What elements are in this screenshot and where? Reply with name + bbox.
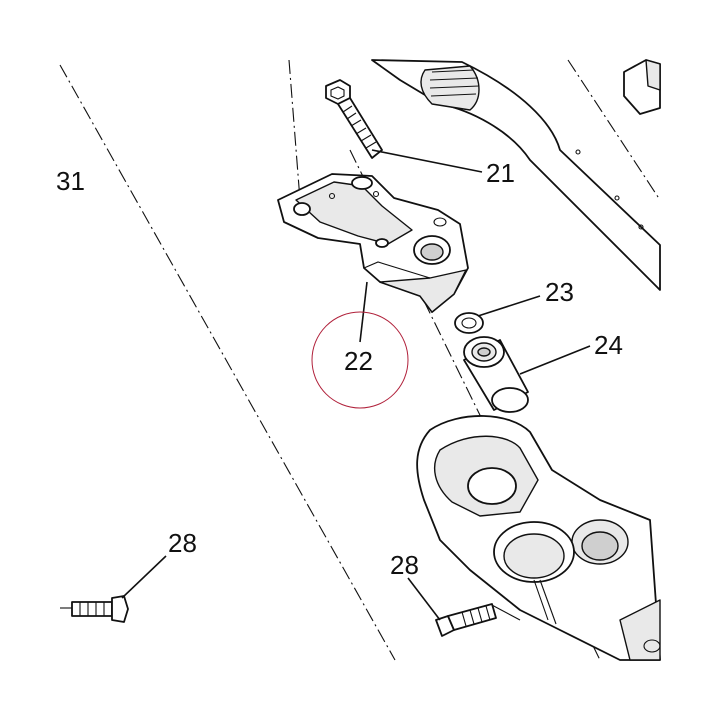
- callout-21: 21: [486, 158, 515, 188]
- bolt-21: [325, 79, 383, 159]
- bolt-28-right: [435, 603, 497, 637]
- handlebar-tube: [371, 59, 661, 291]
- callout-22-highlight: [311, 311, 409, 409]
- callout-23: 23: [545, 277, 574, 307]
- callout-28-left: 28: [168, 528, 197, 558]
- callout-31: 31: [56, 166, 85, 196]
- clamp-22: [277, 173, 469, 313]
- callout-22: 22: [344, 346, 373, 376]
- callout-28-right: 28: [390, 550, 419, 580]
- axis-lines: [59, 59, 661, 661]
- triple-clamp: [416, 415, 661, 661]
- bolt-28-left: [71, 595, 129, 623]
- bushing-24: [463, 336, 529, 413]
- bracket-piece: [623, 59, 661, 115]
- washer-23: [454, 312, 484, 334]
- callout-24: 24: [594, 330, 623, 360]
